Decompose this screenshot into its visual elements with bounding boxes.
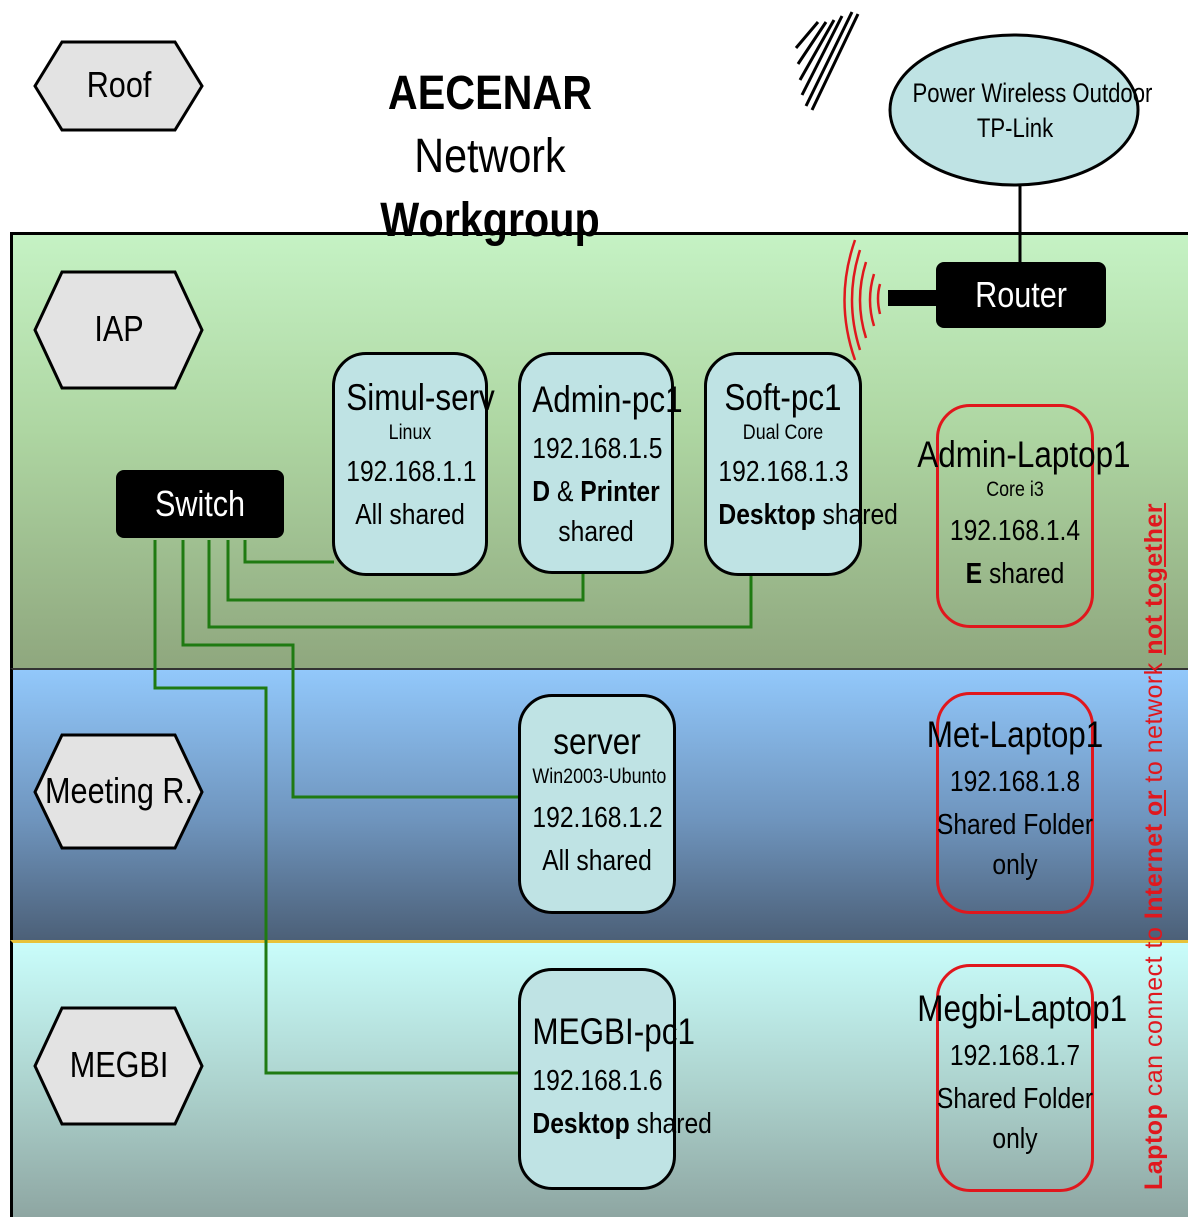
node-megbi-pc1: MEGBI-pc1 192.168.1.6 Desktop shared bbox=[518, 968, 712, 1190]
server-share: All shared bbox=[542, 845, 652, 878]
soft-pc1-os: Dual Core bbox=[742, 420, 824, 444]
link-megbi-pc1 bbox=[153, 540, 519, 1075]
outdoor-ap-line2: TP-Link bbox=[976, 113, 1054, 144]
simul-serv-share: All shared bbox=[355, 499, 465, 532]
note-laptop: Laptop bbox=[1140, 1103, 1168, 1190]
switch-label: Switch bbox=[154, 483, 246, 524]
met-laptop1-text: Met-Laptop1 192.168.1.8 Shared Folder on… bbox=[900, 714, 1130, 882]
note-internet: Internet bbox=[1140, 823, 1168, 920]
link-server bbox=[181, 540, 519, 799]
server-name: server bbox=[553, 721, 641, 762]
megbi-pc1-share-desktop: Desktop bbox=[532, 1108, 630, 1141]
laptop-connection-note: Laptop can connect to Internet or to net… bbox=[1140, 503, 1169, 1190]
admin-laptop1-name: Admin-Laptop1 bbox=[917, 434, 1131, 475]
note-not-together: not together bbox=[1140, 502, 1168, 655]
switch-links bbox=[153, 540, 753, 1075]
title-line2: Workgroup bbox=[380, 193, 600, 247]
met-laptop1-share1: Shared Folder bbox=[936, 809, 1094, 842]
admin-laptop1-os: Core i3 bbox=[986, 477, 1044, 501]
iap-hexagon bbox=[33, 270, 204, 390]
admin-pc1-share-d: D bbox=[532, 476, 551, 509]
note-text1: can connect to bbox=[1140, 919, 1168, 1104]
admin-pc1-share-rest: shared bbox=[558, 515, 634, 548]
page-title: AECENAR Network Workgroup bbox=[327, 62, 654, 252]
admin-pc1-share-printer: Printer bbox=[580, 476, 660, 509]
admin-laptop1-share-line: E shared bbox=[917, 553, 1113, 597]
soft-pc1-share-rest: shared bbox=[815, 499, 898, 532]
megbi-pc1-name: MEGBI-pc1 bbox=[532, 1011, 695, 1052]
router: Router bbox=[936, 262, 1106, 328]
megbi-pc1-share-line: Desktop shared bbox=[532, 1103, 711, 1147]
admin-laptop1-share-e: E bbox=[965, 558, 983, 591]
switch: Switch bbox=[116, 470, 284, 538]
node-admin-laptop1 bbox=[936, 404, 1094, 628]
soft-pc1-name: Soft-pc1 bbox=[724, 377, 842, 418]
admin-laptop1-ip: 192.168.1.4 bbox=[949, 514, 1081, 547]
node-megbi-laptop1 bbox=[936, 964, 1094, 1192]
meeting-hexagon bbox=[33, 733, 204, 850]
simul-serv-ip: 192.168.1.1 bbox=[346, 455, 477, 488]
title-bold: AECENAR bbox=[387, 67, 593, 120]
note-space bbox=[1140, 816, 1168, 823]
server-os: Win2003-Ubunto bbox=[532, 764, 667, 788]
node-simul-serv: Simul-serv Linux 192.168.1.1 All shared bbox=[332, 352, 495, 576]
link-soft-pc1 bbox=[207, 540, 753, 629]
node-soft-pc1: Soft-pc1 Dual Core 192.168.1.3 Desktop s… bbox=[704, 352, 898, 576]
outdoor-ap-line1: Power Wireless Outdoor bbox=[912, 78, 1153, 108]
megbi-hexagon bbox=[33, 1006, 204, 1126]
met-laptop1-share2: only bbox=[992, 848, 1038, 881]
link-admin-pc1 bbox=[226, 540, 585, 602]
megbi-laptop1-share1: Shared Folder bbox=[936, 1083, 1094, 1116]
megbi-laptop1-text: Megbi-Laptop1 192.168.1.7 Shared Folder … bbox=[900, 988, 1130, 1156]
roof-hexagon bbox=[33, 40, 204, 132]
outdoor-ap: Power Wireless Outdoor TP-Link bbox=[890, 76, 1153, 146]
megbi-pc1-ip: 192.168.1.6 bbox=[532, 1064, 663, 1097]
node-met-laptop1 bbox=[936, 692, 1094, 914]
soft-pc1-share-desktop: Desktop bbox=[718, 499, 816, 532]
admin-pc1-share-line: D & Printer bbox=[532, 471, 660, 515]
title-rest: Network bbox=[414, 130, 566, 184]
simul-serv-os: Linux bbox=[388, 420, 432, 444]
router-label: Router bbox=[975, 274, 1067, 315]
meeting-room-label: Meeting R. bbox=[45, 770, 193, 811]
outdoor-ap-ellipse bbox=[888, 33, 1140, 187]
admin-laptop1-text: Admin-Laptop1 Core i3 192.168.1.4 E shar… bbox=[900, 434, 1130, 597]
roof-label: Roof bbox=[86, 64, 152, 105]
admin-laptop1-share-rest: shared bbox=[982, 558, 1065, 591]
met-laptop1-ip: 192.168.1.8 bbox=[949, 765, 1081, 798]
roof-wireless-icon bbox=[794, 11, 860, 111]
soft-pc1-ip: 192.168.1.3 bbox=[718, 455, 849, 488]
admin-pc1-share-amp: & bbox=[550, 476, 581, 509]
server-ip: 192.168.1.2 bbox=[532, 801, 663, 834]
met-laptop1-name: Met-Laptop1 bbox=[926, 714, 1104, 755]
router-antenna bbox=[888, 290, 940, 306]
admin-pc1-name: Admin-pc1 bbox=[532, 379, 683, 420]
iap-label: IAP bbox=[94, 308, 144, 349]
megbi-laptop1-share2: only bbox=[992, 1122, 1038, 1155]
node-admin-pc1: Admin-pc1 192.168.1.5 D & Printer shared bbox=[518, 352, 683, 574]
megbi-label: MEGBI bbox=[69, 1044, 169, 1085]
node-server: server Win2003-Ubunto 192.168.1.2 All sh… bbox=[518, 694, 676, 914]
simul-serv-name: Simul-serv bbox=[346, 377, 495, 418]
router-wireless-icon bbox=[843, 239, 882, 361]
note-text2: to network bbox=[1140, 654, 1168, 791]
link-simul-serv bbox=[243, 540, 334, 564]
megbi-laptop1-ip: 192.168.1.7 bbox=[949, 1039, 1081, 1072]
soft-pc1-share-line: Desktop shared bbox=[718, 494, 897, 538]
note-or: or bbox=[1140, 790, 1168, 817]
megbi-pc1-share-rest: shared bbox=[629, 1108, 712, 1141]
admin-pc1-ip: 192.168.1.5 bbox=[532, 432, 663, 465]
megbi-laptop1-name: Megbi-Laptop1 bbox=[917, 988, 1128, 1029]
